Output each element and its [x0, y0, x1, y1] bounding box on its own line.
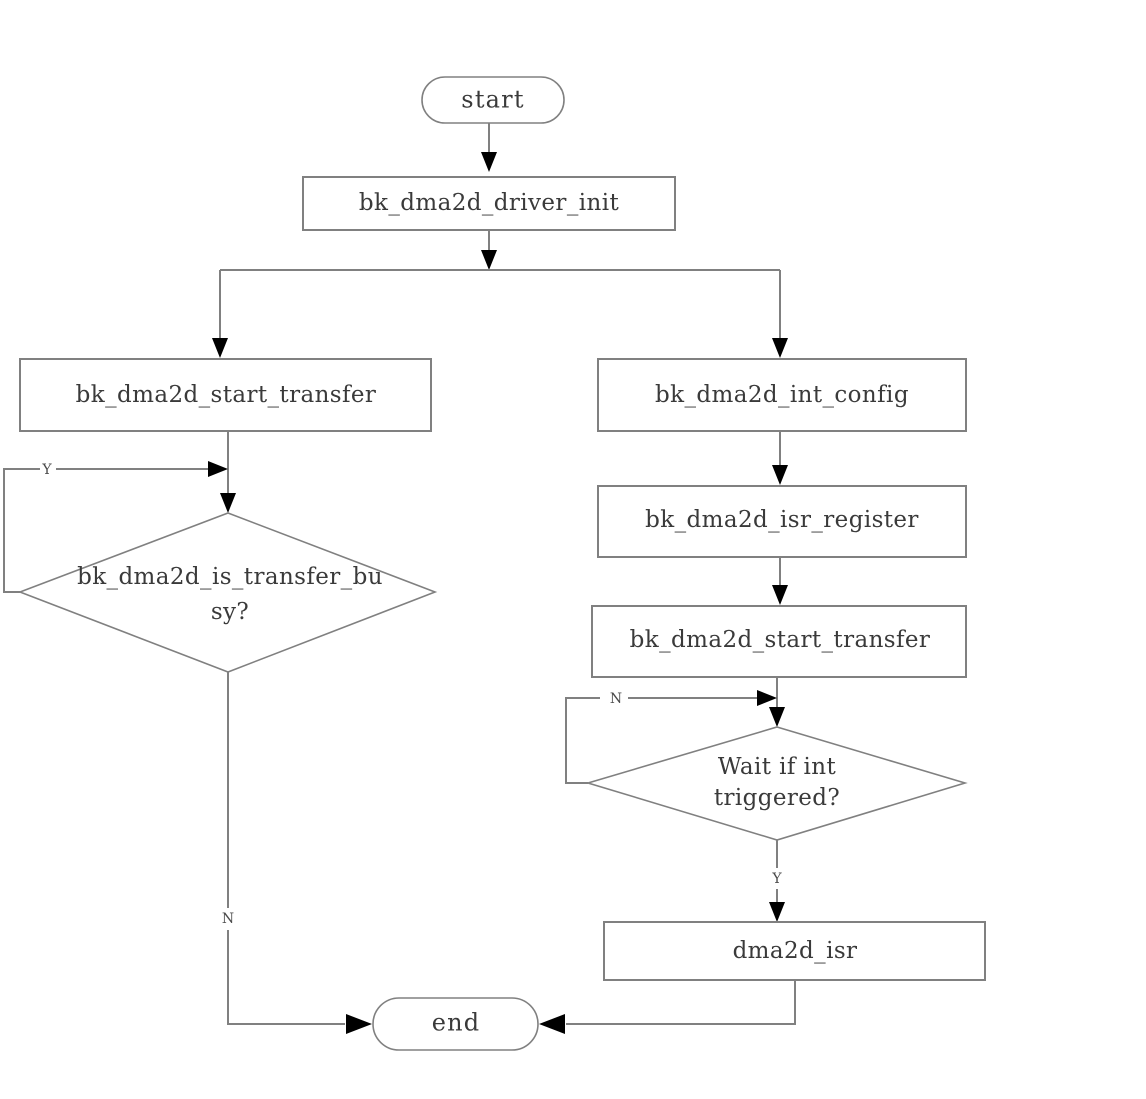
edge-start-transfer-right-to-wait [769, 677, 785, 727]
node-start-transfer-right[interactable]: bk_dma2d_start_transfer [591, 605, 967, 678]
edge-isr-register-to-start-transfer-right [772, 557, 788, 605]
node-is-transfer-busy-label-line1: bk_dma2d_is_transfer_bu [77, 564, 383, 590]
edge-label-busy-no: N [222, 911, 234, 927]
node-end[interactable]: end [372, 997, 539, 1051]
node-start-label: start [461, 86, 524, 114]
edge-label-wait-yes: Y [771, 871, 782, 887]
node-is-transfer-busy[interactable]: bk_dma2d_is_transfer_bu sy? [17, 512, 438, 673]
node-wait-if-int-label-line2: triggered? [714, 785, 840, 811]
edge-fork-to-start-transfer-left [212, 270, 228, 358]
node-isr-register-label: bk_dma2d_isr_register [645, 507, 919, 533]
edge-label-wait-no: N [610, 691, 622, 707]
node-int-config[interactable]: bk_dma2d_int_config [597, 358, 967, 432]
edge-wait-yes-to-isr: Y [769, 840, 785, 922]
edge-label-busy-yes: Y [41, 462, 52, 478]
edge-isr-to-end [539, 980, 796, 1034]
node-int-config-label: bk_dma2d_int_config [655, 382, 909, 408]
node-end-label: end [432, 1009, 481, 1037]
edge-wait-no-loop: N [565, 690, 777, 784]
node-wait-if-int[interactable]: Wait if int triggered? [585, 726, 968, 841]
edge-start-transfer-left-to-busy [220, 431, 236, 513]
node-dma2d-isr-label: dma2d_isr [733, 938, 858, 964]
edge-fork-to-int-config [772, 270, 788, 358]
node-start-transfer-right-label: bk_dma2d_start_transfer [630, 627, 931, 653]
node-wait-if-int-label-line1: Wait if int [718, 754, 837, 780]
node-is-transfer-busy-label-line2: sy? [211, 599, 249, 625]
edge-busy-no-to-end: N [222, 672, 372, 1034]
node-driver-init-label: bk_dma2d_driver_init [359, 190, 620, 216]
edge-driver-init-to-fork [481, 230, 497, 270]
edge-busy-yes-loop: Y [3, 461, 228, 593]
node-dma2d-isr[interactable]: dma2d_isr [603, 921, 986, 981]
node-driver-init[interactable]: bk_dma2d_driver_init [302, 176, 676, 231]
node-start-transfer-left[interactable]: bk_dma2d_start_transfer [19, 358, 432, 432]
edge-int-config-to-isr-register [772, 431, 788, 485]
edge-start-to-driver-init [481, 123, 497, 172]
node-start[interactable]: start [421, 76, 565, 124]
node-isr-register[interactable]: bk_dma2d_isr_register [597, 485, 967, 558]
node-start-transfer-left-label: bk_dma2d_start_transfer [76, 382, 377, 408]
